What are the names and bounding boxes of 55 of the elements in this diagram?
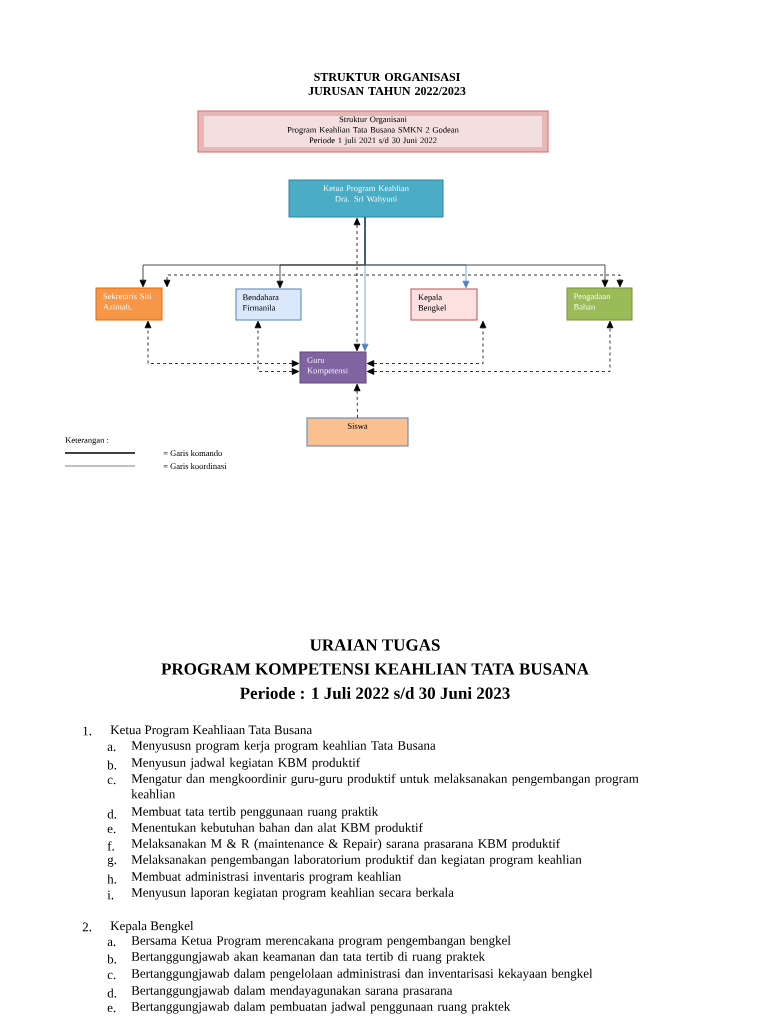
list-number: 2. [82, 922, 92, 932]
list-letter: c. [107, 972, 116, 980]
arrow [163, 274, 624, 288]
role-box: Sekretaris Siti Azimah, [95, 287, 163, 321]
list-item: Menentukan kebutuhan bahan dan alat KBM produktif [131, 822, 423, 835]
list-letter: a. [107, 939, 116, 947]
list-item: Menyususn program kerja program keahlian Tata Busana [131, 740, 436, 753]
list-letter: h. [107, 874, 117, 884]
list-item: Bertanggungjawab dalam pembuatan jadwal penggunaan ruang praktek [131, 1001, 511, 1014]
list-item: Menyusun laporan kegiatan program keahlian secara berkala [131, 887, 454, 900]
role-box: Siswa [306, 417, 409, 447]
list-item: Menyusun jadwal kegiatan KBM produktif [131, 757, 361, 770]
list-letter: i. [107, 890, 114, 900]
arrow [144, 320, 300, 367]
list-number: 1. [83, 726, 92, 736]
head-box: Ketua Program Keahlian Dra. Sri Wahyuni [288, 179, 444, 218]
list-letter: b. [107, 954, 117, 964]
list-letter: a. [107, 744, 116, 752]
legend-text: = Garis komando [163, 450, 222, 456]
legend-heading: Keterangan : [65, 437, 109, 445]
list-item: Ketua Program Keahliaan Tata Busana [110, 725, 312, 737]
title-banner: Struktur Organisani Program Keahlian Tata Busana SMKN 2 Godean Periode 1 juli 2021 s/d 30 Juni 2022 [197, 110, 549, 153]
list-item: Melaksanakan M & R (maintenance & Repair) sarana prasarana KBM produktif [131, 838, 561, 851]
list-item: Membuat administrasi inventaris program keahlian [131, 871, 402, 884]
heading: Periode : 1 Juli 2022 s/d 30 Juni 2023 [240, 687, 510, 699]
list-letter: e. [107, 1005, 116, 1013]
legend-text: = Garis koordinasi [163, 463, 227, 469]
list-item: Bersama Ketua Program merencakana program pengembangan bengkel [131, 935, 511, 948]
list-item: Melaksanakan pengembangan laboratorium produktif dan kegiatan program keahlian [131, 854, 582, 867]
list-item: Bertanggungjawab dalam mendayagunakan sarana prasarana [131, 985, 453, 998]
heading: URAIAN TUGAS [310, 639, 440, 651]
title: STRUKTUR ORGANISASI JURUSAN TAHUN 2022/2023 [308, 72, 466, 95]
arrow [366, 320, 614, 375]
arrow [254, 320, 300, 375]
arrow [353, 383, 361, 419]
role-box: Kepala Bengkel [410, 288, 478, 321]
list-letter: f. [107, 841, 114, 851]
list-letter: g. [107, 857, 117, 867]
list-letter: c. [107, 777, 116, 785]
role-box: Pengadaan Bahan [566, 287, 633, 321]
list-letter: d. [107, 988, 117, 998]
list-item: Bertanggungjawab dalam pengelolaan administrasi dan inventarisasi kekayaan bengkel [131, 968, 593, 981]
list-item: Bertanggungjawab akan keamanan dan tata tertib di ruang praktek [131, 951, 485, 964]
arrow [366, 320, 487, 367]
list-letter: e. [107, 826, 116, 834]
list-item: Membuat tata tertib penggunaan ruang praktik [131, 806, 379, 819]
list-letter: d. [107, 809, 117, 819]
arrow [353, 217, 361, 352]
role-box: Guru Kompetensi [299, 351, 367, 384]
list-letter: b. [107, 760, 117, 770]
role-box: Bendahara Firmanila [235, 288, 302, 321]
list-item: Mengatur dan mengkoordinir guru-guru produktif untuk melaksanakan pengembangan program keahlian [131, 773, 639, 799]
arrow [361, 216, 369, 352]
heading: PROGRAM KOMPETENSI KEAHLIAN TATA BUSANA [161, 663, 589, 675]
list-item: Kepala Bengkel [110, 921, 194, 933]
